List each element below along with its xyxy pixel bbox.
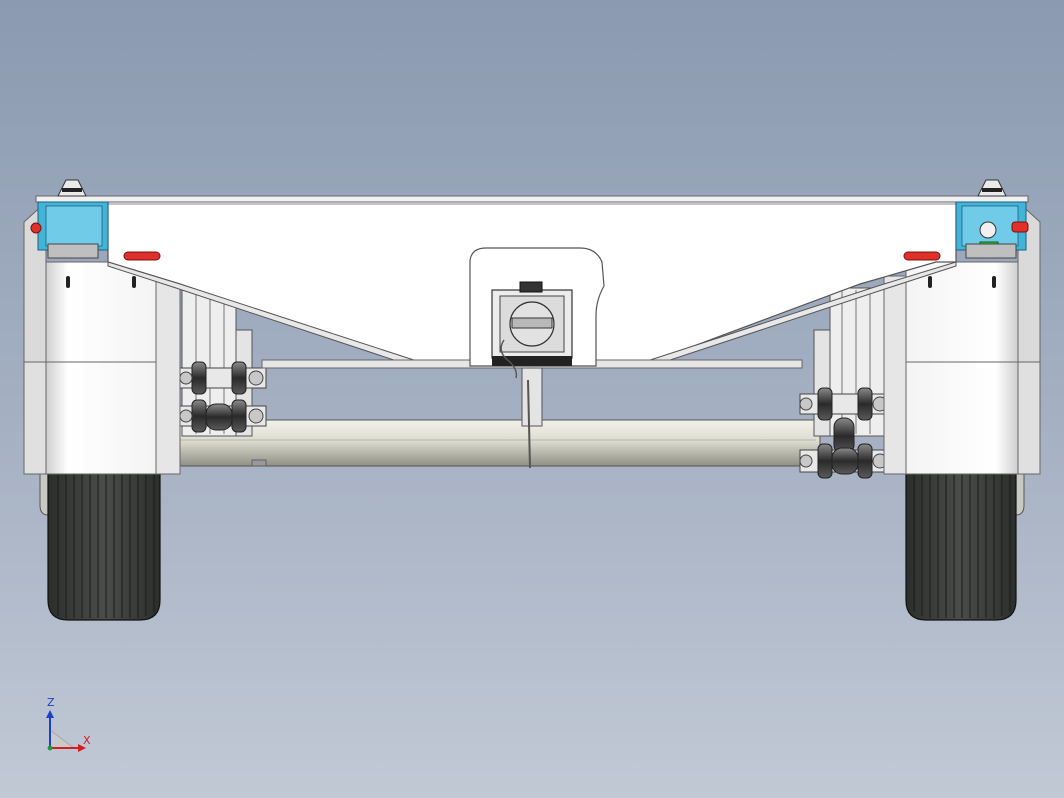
left-reflector [123,251,161,261]
z-arrow-icon [46,710,54,718]
x-axis-label: X [83,734,91,747]
hitch-assembly[interactable] [469,247,605,469]
left-suspension[interactable] [179,287,267,437]
left-corner-bracket[interactable] [30,179,109,259]
right-corner-bracket[interactable] [955,179,1029,259]
left-fender[interactable] [23,200,181,475]
axle-tube[interactable] [175,419,821,467]
z-axis-label: Z [47,696,55,709]
left-tire[interactable] [39,469,161,621]
right-suspension[interactable] [799,287,888,479]
coordinate-triad: Z X [40,696,100,756]
right-reflector [903,251,941,261]
x-arrow-icon [78,744,86,752]
right-tire[interactable] [905,469,1025,621]
y-axis-dot [47,745,53,751]
